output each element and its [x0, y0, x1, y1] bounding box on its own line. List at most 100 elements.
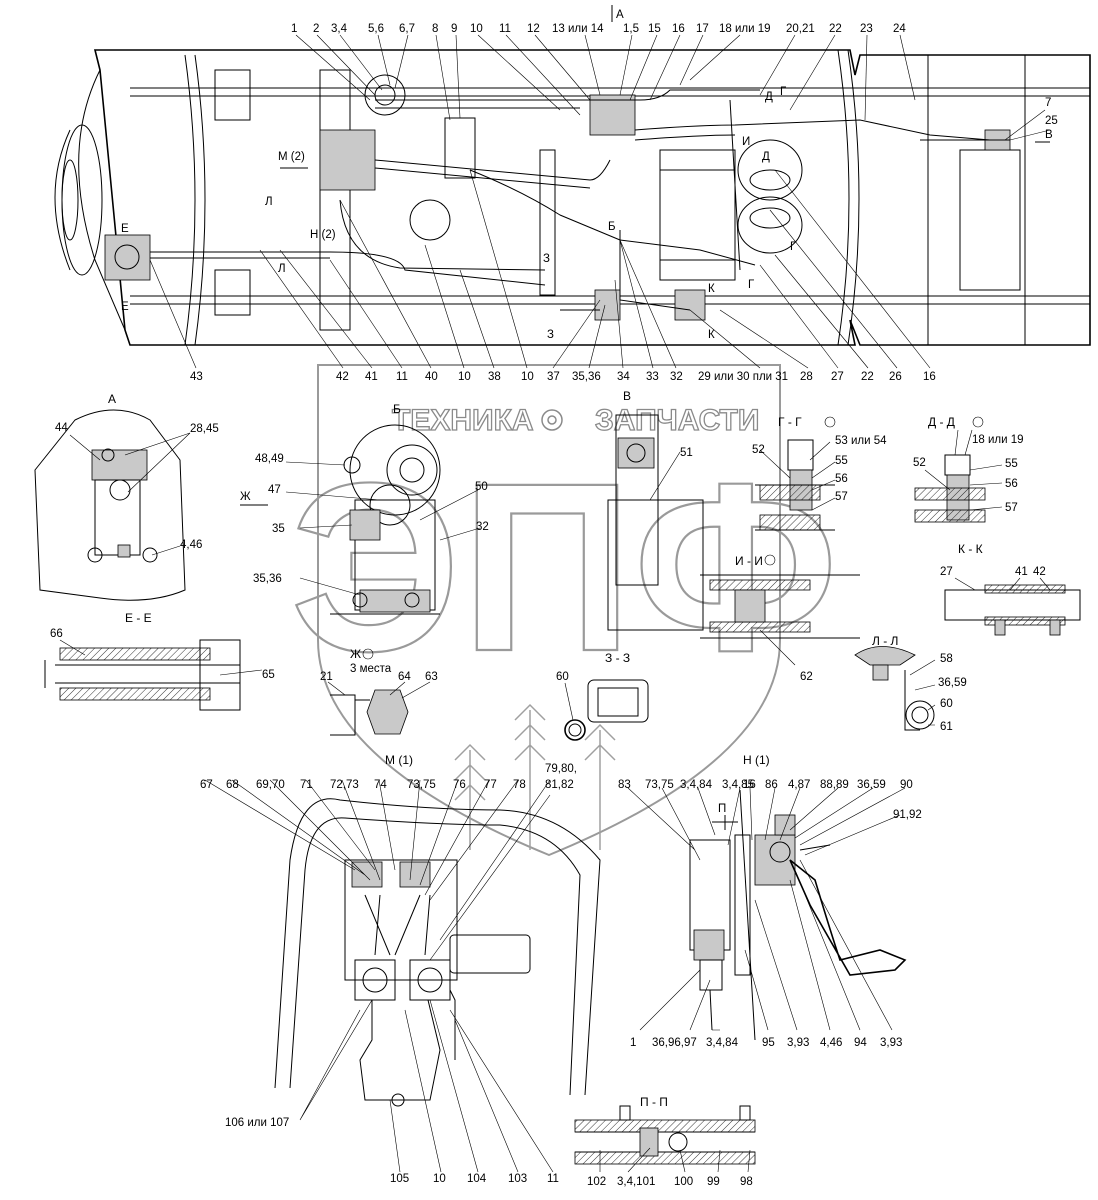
- callout: 16: [672, 23, 685, 35]
- callout: 6,7: [399, 23, 415, 35]
- callout: 88,89: [820, 779, 849, 791]
- callout: 41: [365, 371, 378, 383]
- callout: 36,59: [857, 779, 886, 791]
- callout: 55: [835, 455, 848, 467]
- section-mark-p: П: [718, 803, 726, 815]
- callout: 22: [829, 23, 842, 35]
- callout: 20,21: [786, 23, 815, 35]
- callout: 16: [923, 371, 936, 383]
- callout: 11: [499, 23, 511, 35]
- callout: 100: [674, 1176, 693, 1188]
- callout: 23: [860, 23, 873, 35]
- callout: 94: [854, 1037, 867, 1049]
- callout: 104: [467, 1173, 487, 1185]
- callout: 50: [475, 481, 488, 493]
- callout: 60: [940, 698, 953, 710]
- callout: 62: [800, 671, 813, 683]
- view-v: В 51: [607, 389, 704, 631]
- callout: 4,87: [788, 779, 810, 791]
- callout: 81,82: [545, 779, 574, 791]
- callout: 44: [55, 422, 68, 434]
- callout: 12: [527, 23, 540, 35]
- callout: 10: [458, 371, 471, 383]
- watermark-logo: ЭПФ: [290, 433, 838, 701]
- callout: 66: [50, 628, 63, 640]
- callout: 79,80,: [545, 763, 577, 775]
- callout: 17: [696, 23, 709, 35]
- callout: 35: [272, 523, 285, 535]
- callout: 42: [336, 371, 349, 383]
- view-m1: М (1) 67 68 69,70 71 72,73 74 73,75 76 7…: [200, 753, 601, 1185]
- view-mark-b: В: [1045, 129, 1053, 141]
- callout: 15: [648, 23, 661, 35]
- callout: 1: [291, 23, 297, 35]
- callout: 21: [320, 671, 333, 683]
- callout: 33: [646, 371, 659, 383]
- section-mark-k: К: [708, 283, 715, 295]
- callout: 4,46: [180, 539, 202, 551]
- callout: 5,6: [368, 23, 384, 35]
- section-p-p: П - П 102 3,4,101 100 99 98: [574, 1095, 756, 1188]
- view-title: И - И: [735, 554, 763, 568]
- callout: 10: [433, 1173, 446, 1185]
- callout: 51: [680, 447, 693, 459]
- section-mark-i: И: [742, 136, 750, 148]
- callout: 32: [670, 371, 683, 383]
- callout: 57: [835, 491, 848, 503]
- section-mark-g: Г: [748, 279, 755, 291]
- callout: 98: [740, 1176, 753, 1188]
- section-mark-g: Г: [780, 86, 787, 98]
- callout: 11: [396, 371, 408, 383]
- gear-icon: [541, 409, 563, 431]
- callout: 38: [488, 371, 501, 383]
- view-title: А: [108, 392, 116, 406]
- callout: 3,4: [331, 23, 348, 35]
- view-note: 3 места: [350, 663, 392, 675]
- callout: 68: [226, 779, 239, 791]
- section-mark-z: З: [547, 329, 554, 341]
- callout: 27: [940, 566, 953, 578]
- section-i-i: И - И 62: [700, 554, 860, 683]
- watermark-text-2: ЗАПЧАСТИ: [595, 404, 759, 437]
- callout: 74: [374, 779, 387, 791]
- section-marks: А В М (2) Н (2) Е Е Л Л Д Д Г Г Г И К К …: [121, 5, 1053, 341]
- right-callouts: 7 25: [1045, 97, 1058, 127]
- callout: 56: [835, 473, 848, 485]
- view-title: З - З: [605, 651, 630, 665]
- callout: 9: [451, 23, 457, 35]
- callout: 8: [432, 23, 438, 35]
- section-z-z: З - З 60: [556, 651, 649, 741]
- callout: 103: [508, 1173, 527, 1185]
- callout: 35,36: [572, 371, 601, 383]
- view-title: К - К: [958, 542, 983, 556]
- section-mark-d: Д: [765, 91, 773, 103]
- callout: 27: [831, 371, 844, 383]
- callout: 18 или 19: [972, 434, 1024, 446]
- callout: 106 или 107: [225, 1117, 289, 1129]
- callout: 3,93: [880, 1037, 902, 1049]
- view-title: Л - Л: [872, 634, 898, 648]
- callout: 42: [1033, 566, 1046, 578]
- callout: 72,73: [330, 779, 359, 791]
- leader-lines: [149, 34, 1051, 369]
- callout: 63: [425, 671, 438, 683]
- callout: 83: [618, 779, 631, 791]
- view-n1: Н (1) П 83 73,75 3,4,84 3,4,85 16 86 4,8…: [618, 753, 922, 1049]
- callout: 22: [861, 371, 874, 383]
- callout: 64: [398, 671, 411, 683]
- view-title: В: [623, 389, 631, 403]
- callout: 3,4,85: [722, 779, 754, 791]
- section-mark-d: Д: [762, 151, 770, 163]
- section-d-d: Д - Д 18 или 19 52 55 56 57: [913, 415, 1024, 523]
- section-mark-e: Е: [121, 301, 129, 313]
- top-callouts: 1 2 3,4 5,6 6,7 8 9 10 11 12 13 или 14 1…: [291, 23, 906, 35]
- callout: 56: [1005, 478, 1018, 490]
- view-title: Ж: [350, 647, 361, 661]
- section-mark-k: К: [708, 329, 715, 341]
- callout: 3,4,101: [617, 1176, 655, 1188]
- callout: 95: [762, 1037, 775, 1049]
- callout: 1: [630, 1037, 636, 1049]
- chassis-plan-view: [54, 49, 1091, 346]
